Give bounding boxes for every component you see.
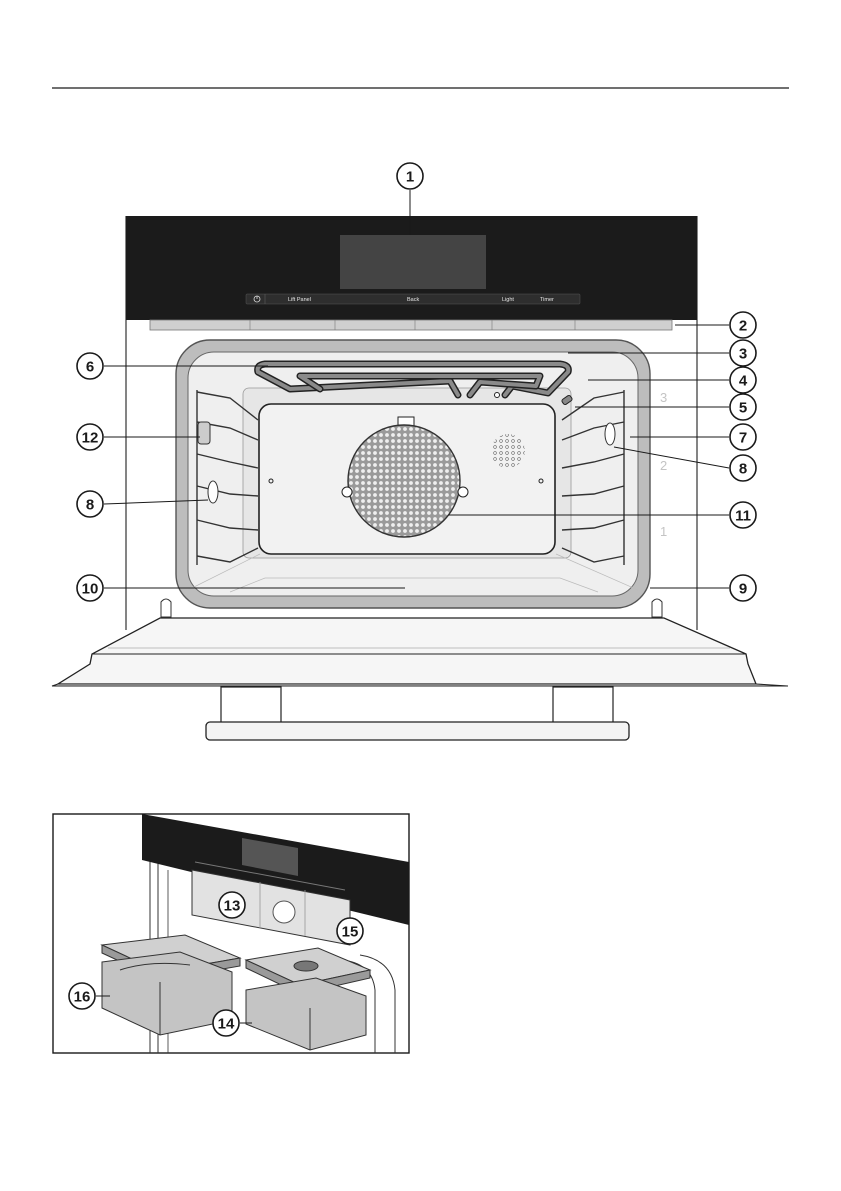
left-hinge <box>161 599 171 617</box>
oven-front: Lift Panel Back Light Timer <box>52 216 788 740</box>
display-screen <box>340 235 486 289</box>
svg-text:7: 7 <box>739 430 747 447</box>
back-label[interactable]: Back <box>407 297 419 303</box>
svg-text:16: 16 <box>74 989 91 1006</box>
shelf-level-1: 1 <box>660 524 667 539</box>
svg-text:6: 6 <box>86 359 94 376</box>
callout-7: 7 <box>730 424 756 450</box>
fan-cover <box>348 425 460 537</box>
callout-12: 12 <box>77 424 103 450</box>
svg-text:12: 12 <box>82 430 99 447</box>
svg-text:15: 15 <box>342 924 359 941</box>
shelf-level-3: 3 <box>660 390 667 405</box>
svg-text:9: 9 <box>739 581 747 598</box>
open-door[interactable] <box>58 618 756 684</box>
svg-text:5: 5 <box>739 400 747 417</box>
steam-inlet <box>491 434 525 468</box>
light-label[interactable]: Light <box>502 297 514 303</box>
callout-16: 16 <box>69 983 95 1009</box>
svg-text:11: 11 <box>735 508 751 525</box>
svg-text:1: 1 <box>406 169 414 186</box>
svg-text:4: 4 <box>739 373 748 390</box>
door-handle[interactable] <box>206 722 629 740</box>
right-hinge <box>652 599 662 617</box>
callout-6: 6 <box>77 353 103 379</box>
shelf-level-2: 2 <box>660 458 667 473</box>
svg-text:8: 8 <box>739 461 747 478</box>
svg-text:8: 8 <box>86 497 94 514</box>
left-side-opening <box>208 481 218 503</box>
callout-9: 9 <box>730 575 756 601</box>
callout-2: 2 <box>730 312 756 338</box>
timer-label[interactable]: Timer <box>540 297 554 303</box>
callout-5: 5 <box>730 394 756 420</box>
callout-4: 4 <box>730 367 756 393</box>
vent-strip <box>150 320 672 330</box>
callout-11: 11 <box>730 502 756 528</box>
svg-text:14: 14 <box>218 1016 235 1033</box>
callout-10: 10 <box>77 575 103 601</box>
callout-8-left: 8 <box>77 491 103 517</box>
right-side-opening <box>605 423 615 445</box>
svg-text:10: 10 <box>82 581 99 598</box>
callout-1: 1 <box>397 163 423 189</box>
callout-8-right: 8 <box>730 455 756 481</box>
svg-text:3: 3 <box>739 346 747 363</box>
inset-detail: 13 15 16 14 <box>53 814 409 1053</box>
callout-14: 14 <box>213 1010 239 1036</box>
left-latch <box>198 422 210 444</box>
callout-15: 15 <box>337 918 363 944</box>
svg-text:2: 2 <box>739 318 747 335</box>
callout-13: 13 <box>219 892 245 918</box>
svg-text:13: 13 <box>224 898 241 915</box>
lift-panel-label[interactable]: Lift Panel <box>288 297 311 303</box>
callout-3: 3 <box>730 340 756 366</box>
